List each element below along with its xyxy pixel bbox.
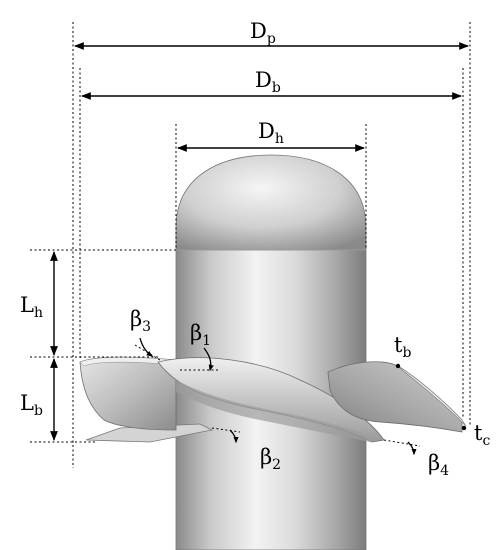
- label-dp: Dp: [250, 19, 276, 47]
- angle-arcs: [139, 337, 417, 456]
- hub-dome: [175, 154, 367, 251]
- arc-beta2: [229, 429, 239, 444]
- label-tb: tb: [394, 333, 411, 361]
- label-lh: Lh: [20, 293, 43, 321]
- ext-beta2: [211, 427, 241, 433]
- extension-lines: [30, 22, 471, 468]
- blade-left: [79, 356, 177, 431]
- label-beta1: β1: [190, 321, 211, 349]
- label-beta2: β2: [260, 445, 281, 473]
- label-beta4: β4: [428, 451, 449, 479]
- blade-right: [327, 361, 463, 433]
- label-dh: Dh: [258, 119, 284, 147]
- label-lb: Lb: [20, 391, 43, 419]
- label-tc: tc: [474, 421, 490, 449]
- ext-beta4: [383, 439, 421, 447]
- dimension-lines: [50, 42, 469, 441]
- blade-right-edge: [397, 365, 467, 427]
- arc-beta4: [407, 441, 417, 456]
- blades: [79, 356, 467, 443]
- label-beta3: β3: [130, 307, 151, 335]
- hub: [175, 154, 367, 550]
- label-db: Db: [255, 68, 281, 96]
- blade-center-face: [176, 380, 380, 442]
- tb-point: [395, 363, 401, 369]
- tc-point: [461, 425, 467, 431]
- labels: Dp Db Dh Lh Lb β1 β2 β3 β4 tb tc: [20, 19, 490, 479]
- blade-lower-left: [85, 423, 214, 443]
- arc-beta1: [203, 347, 214, 372]
- arc-beta3: [139, 337, 154, 357]
